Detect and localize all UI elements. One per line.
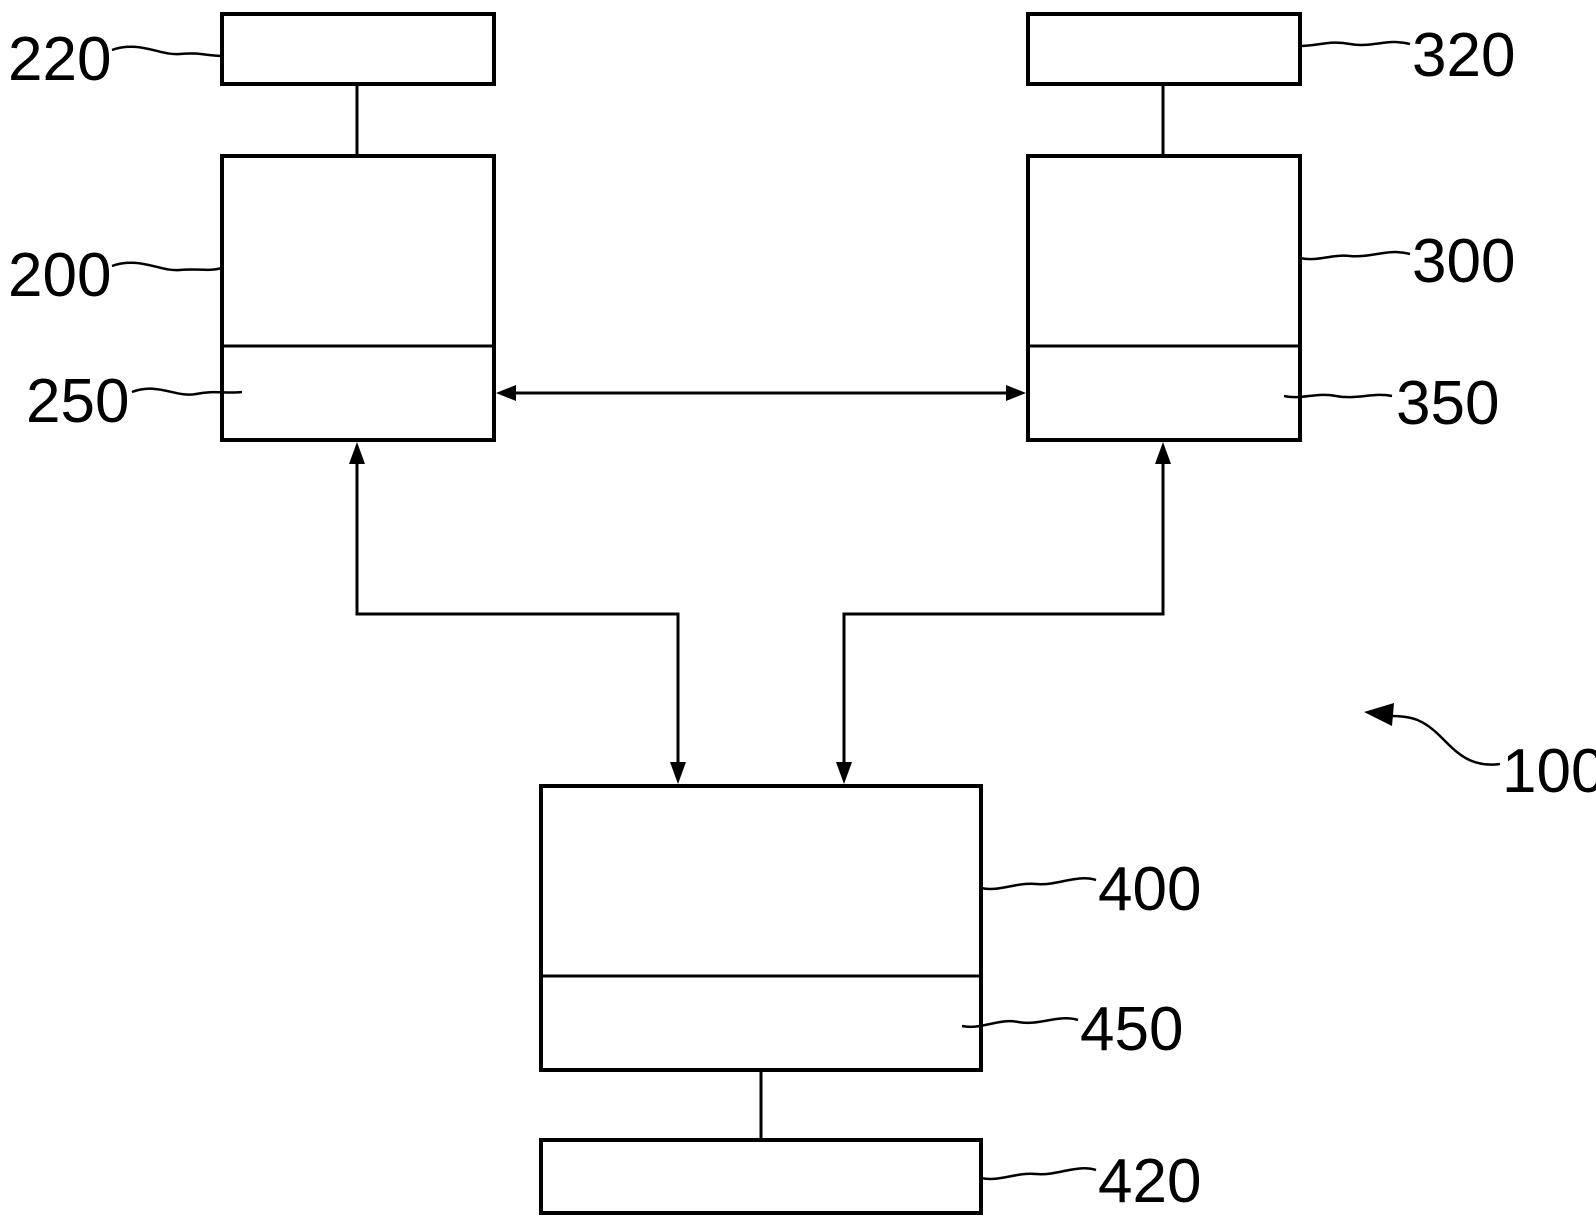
leader-320 — [1299, 40, 1411, 48]
arrowhead-to-400-left — [670, 762, 686, 784]
arrowhead-to-350 — [1006, 385, 1026, 401]
leader-400 — [980, 877, 1097, 891]
arrowhead-to-400-right — [836, 762, 852, 784]
label-350: 350 — [1396, 369, 1499, 438]
leader-300 — [1299, 250, 1411, 261]
label-100: 100 — [1502, 737, 1596, 806]
label-220: 220 — [8, 25, 111, 94]
arrowhead-to-350-up — [1155, 442, 1171, 464]
leader-250 — [131, 387, 243, 396]
leader-420 — [980, 1167, 1097, 1181]
block-320 — [1026, 12, 1302, 86]
arrowhead-to-250 — [496, 385, 516, 401]
leader-100 — [1391, 714, 1501, 766]
block-200 — [220, 154, 496, 442]
label-420: 420 — [1098, 1147, 1201, 1216]
link-350-400 — [842, 462, 1165, 765]
block-420 — [539, 1138, 983, 1215]
block-300 — [1026, 154, 1302, 442]
block-400 — [539, 784, 983, 1072]
block-220 — [220, 12, 496, 86]
label-300: 300 — [1412, 227, 1515, 296]
leader-200 — [111, 261, 223, 272]
link-250-400 — [355, 462, 680, 765]
leader-350 — [1283, 393, 1393, 399]
label-400: 400 — [1098, 855, 1201, 924]
leader-450 — [961, 1017, 1079, 1029]
label-450: 450 — [1080, 995, 1183, 1064]
label-250: 250 — [26, 367, 129, 436]
arrowhead-to-250-up — [349, 442, 365, 464]
leader-220 — [111, 45, 223, 58]
label-200: 200 — [8, 241, 111, 310]
arrowhead-100 — [1364, 703, 1394, 726]
label-320: 320 — [1412, 21, 1515, 90]
